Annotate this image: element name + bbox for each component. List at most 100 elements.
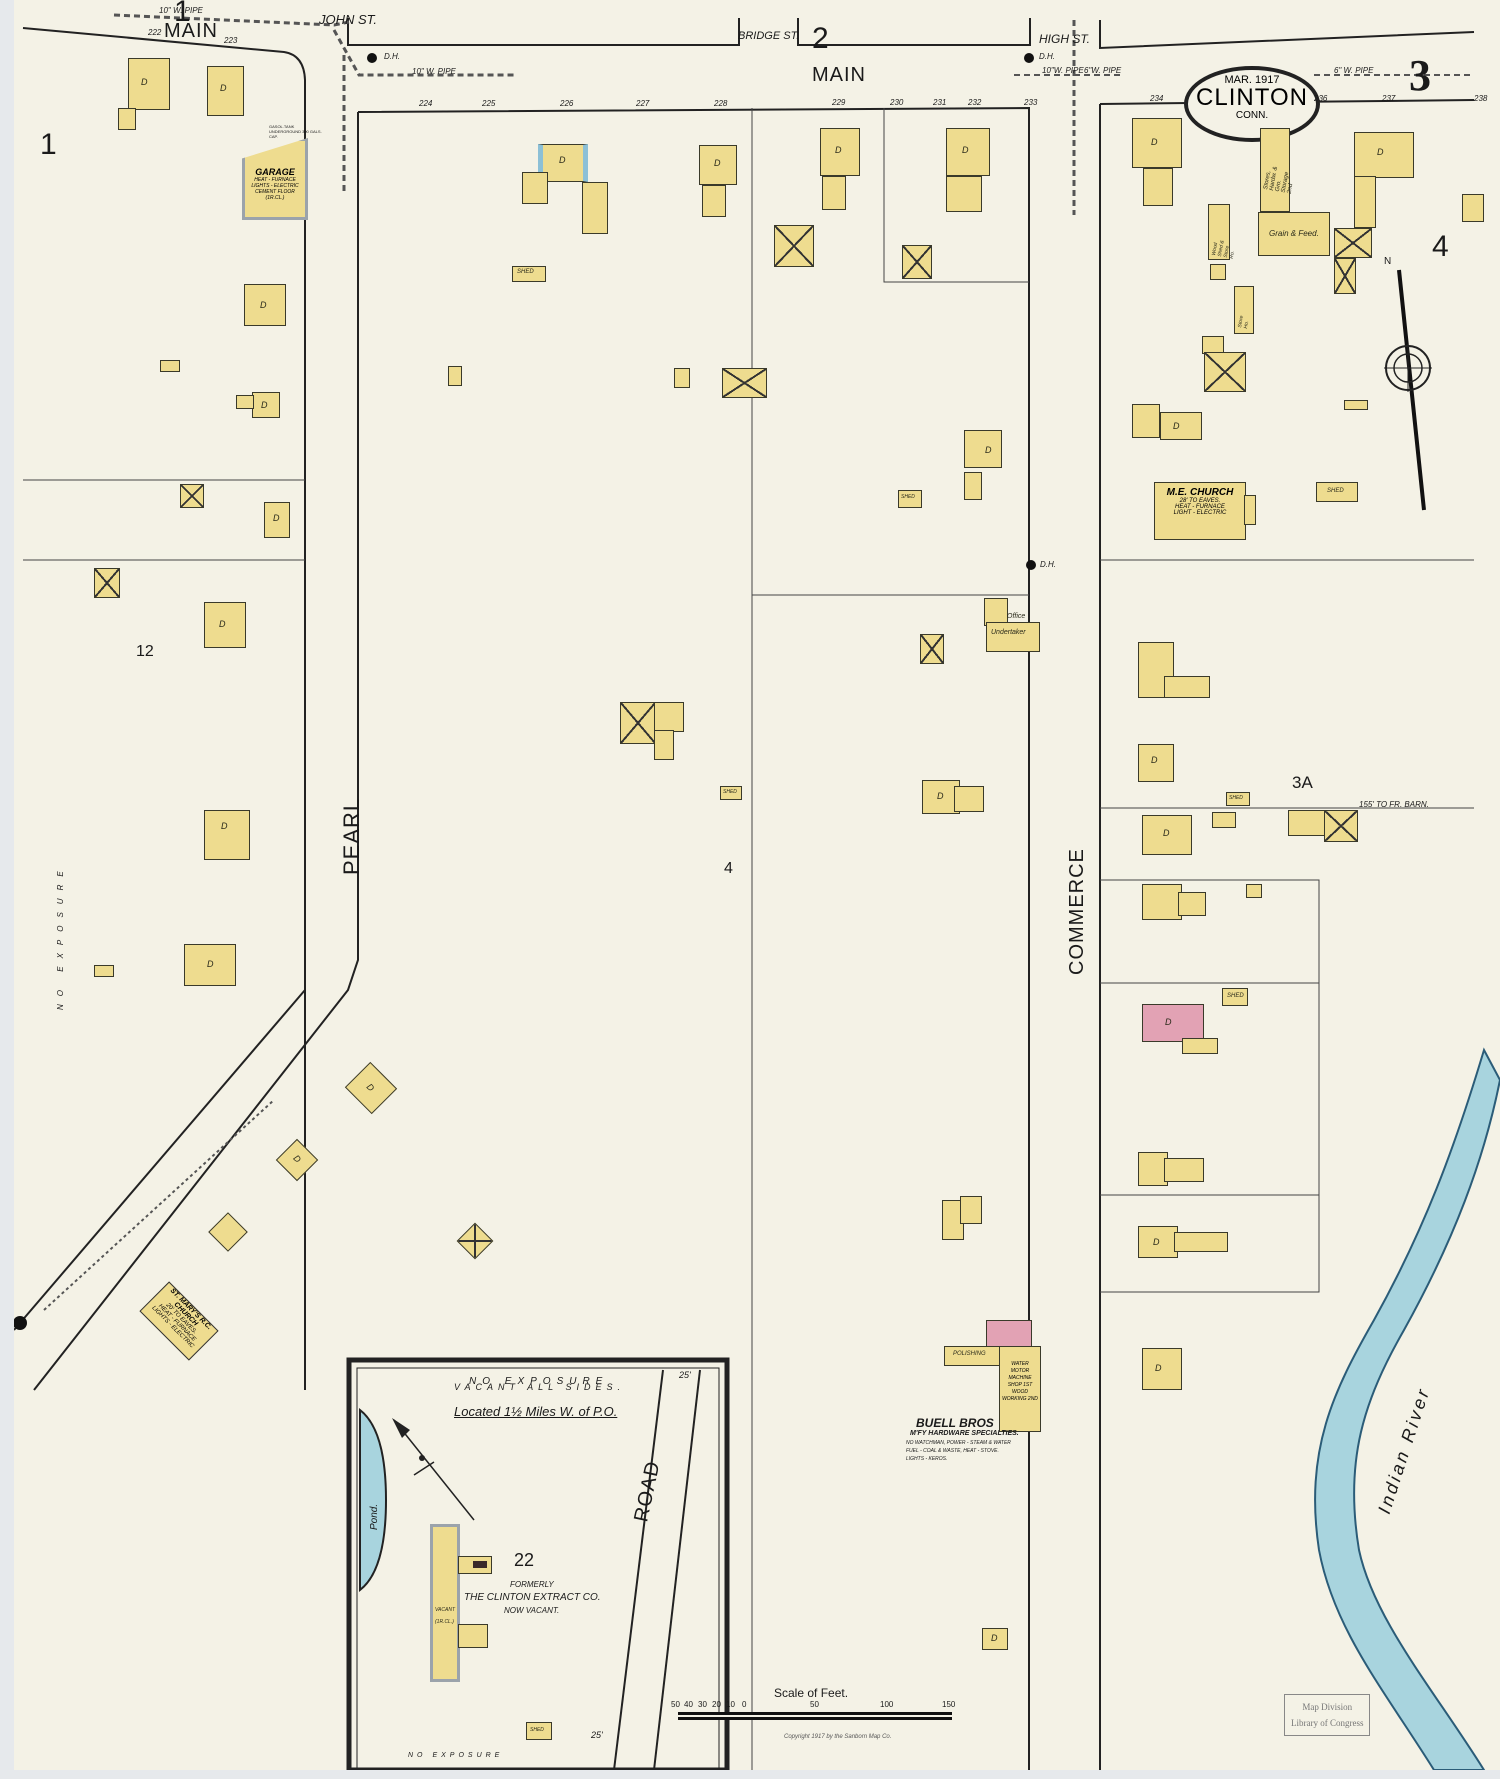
outbuilding xyxy=(522,172,548,204)
dwelling: D xyxy=(244,284,286,326)
auto-shed xyxy=(674,368,690,388)
brick-dwelling-porch xyxy=(1182,1038,1218,1054)
auto-shed xyxy=(160,360,180,372)
outbuilding xyxy=(954,786,984,812)
stable xyxy=(94,568,120,598)
me-church: M.E. CHURCH 28' TO EAVES. HEAT - FURNACE… xyxy=(1154,482,1246,540)
hydrant-label: D.H. xyxy=(384,52,400,61)
stable xyxy=(902,245,932,279)
shed: SHED xyxy=(1316,482,1358,502)
pond-label: Pond. xyxy=(369,1503,380,1530)
block-number-3a: 3A xyxy=(1292,773,1313,792)
extract-co-name: THE CLINTON EXTRACT CO. xyxy=(464,1592,601,1603)
extract-co-wing xyxy=(458,1624,488,1648)
inset-location: Located 1½ Miles W. of P.O. xyxy=(454,1404,618,1419)
shed: SHED xyxy=(898,490,922,508)
dwelling xyxy=(1142,884,1182,920)
me-church-annex xyxy=(1244,495,1256,525)
outbuilding xyxy=(654,730,674,760)
dwelling: D xyxy=(204,810,250,860)
stable xyxy=(1334,258,1356,294)
street-label-main-left: MAIN xyxy=(164,20,218,42)
street-label-bridge: BRIDGE ST. xyxy=(738,30,800,42)
street-lines xyxy=(14,13,1500,1770)
no-exposure-left: NO EXPOSURE xyxy=(56,863,65,1010)
shed: SHED xyxy=(512,266,546,282)
dwelling: D xyxy=(184,944,236,986)
gasoline-tank-note: GASOL.TANK UNDERGROUND 300 GALS. CAP. xyxy=(269,124,322,139)
outbuilding xyxy=(1164,1158,1204,1182)
extract-co-vacant-building: VACANT (1R.CL.) xyxy=(430,1524,460,1682)
block-number-12: 12 xyxy=(136,643,154,660)
adjacent-sheet-top-left: 1 xyxy=(174,0,191,28)
grain-store-wing: Stores, Hardw. & Gro. Storage 2nd xyxy=(1260,128,1294,212)
buell-subtitle: M'FY HARDWARE SPECIALTIES. xyxy=(910,1430,1019,1437)
dwelling: D xyxy=(264,502,290,538)
outbuilding xyxy=(1344,400,1368,410)
stable xyxy=(1204,352,1246,392)
shed: SHED xyxy=(526,1722,552,1740)
road-width: 25' xyxy=(679,1370,691,1380)
dwelling: D xyxy=(946,128,990,176)
outbuilding xyxy=(118,108,136,130)
outbuilding xyxy=(1288,810,1326,836)
outbuilding xyxy=(654,702,684,732)
street-label-high: HIGH ST. xyxy=(1039,32,1090,46)
outbuilding xyxy=(984,598,1008,626)
stable xyxy=(620,702,656,744)
buell-machine-shop: WATER MOTOR MACHINE SHOP 1ST WOOD WORKIN… xyxy=(999,1346,1041,1432)
map-date: MAR. 1917 xyxy=(1224,74,1280,86)
dwelling: D xyxy=(1138,744,1174,782)
extract-formerly: FORMERLY xyxy=(510,1580,554,1589)
hydrant-label: D.H. xyxy=(1039,52,1055,61)
scale-title: Scale of Feet. xyxy=(774,1686,849,1700)
sheet-number: 3 xyxy=(1409,51,1431,100)
vacant-all-sides: VACANT ALL SIDES. xyxy=(454,1382,626,1392)
street-label-main-center: MAIN xyxy=(812,64,866,86)
stable xyxy=(920,634,944,664)
dwelling: D xyxy=(128,58,170,110)
dwelling: D xyxy=(1160,412,1202,440)
dwelling: D xyxy=(1142,1348,1182,1390)
map-sheet: MAIN JOHN ST. BRIDGE ST. HIGH ST. MAIN P… xyxy=(14,0,1500,1770)
barn-distance-note: 155' TO FR. BARN. xyxy=(1359,800,1429,809)
outbuilding xyxy=(1164,676,1210,698)
shed: SHED xyxy=(720,786,742,800)
road-width-bottom: 25' xyxy=(591,1730,603,1740)
pipe-label: 6"W. PIPE xyxy=(1084,66,1122,75)
hydrant-label: D.H. xyxy=(1040,560,1056,569)
buell-polishing: POLISHING xyxy=(944,1346,1004,1366)
buell-title: BUELL BROS xyxy=(916,1416,994,1430)
outbuilding xyxy=(1178,892,1206,916)
undertaker-building: Office Undertaker xyxy=(986,613,1040,652)
outbuilding xyxy=(1210,264,1226,280)
outbuilding xyxy=(1246,884,1262,898)
buell-note: NO WATCHMAN, POWER - STEAM & WATER xyxy=(906,1440,1011,1446)
pipe-label: 10"W. PIPE xyxy=(1042,66,1084,75)
no-exposure-top: NO EXPOSURE xyxy=(469,1376,609,1387)
dwelling: D xyxy=(964,430,1002,468)
block-number-4: 4 xyxy=(724,860,733,877)
stable xyxy=(180,484,204,508)
outbuilding xyxy=(1143,168,1173,206)
no-exposure-bottom: NO EXPOSURE xyxy=(408,1752,504,1759)
outbuilding xyxy=(1212,812,1236,828)
shed: SHED xyxy=(1226,792,1250,806)
stable xyxy=(1324,810,1358,842)
grain-feed-building: Grain & Feed. xyxy=(1258,212,1330,256)
dwelling: D xyxy=(922,780,960,814)
wood-shed-store-room: Wood Shed & Store Ro. xyxy=(1208,204,1236,260)
outbuilding xyxy=(702,185,726,217)
dwelling: D xyxy=(820,128,860,176)
copyright: Copyright 1917 by the Sanborn Map Co. xyxy=(784,1734,892,1740)
dwelling: D xyxy=(1132,118,1182,168)
outbuilding xyxy=(448,366,462,386)
stable xyxy=(722,368,767,398)
outbuilding xyxy=(960,1196,982,1224)
shed: SHED xyxy=(1222,988,1248,1006)
outbuilding xyxy=(582,182,608,234)
dwelling: D xyxy=(1142,815,1192,855)
shed xyxy=(94,965,114,977)
pipe-label: 6" W. PIPE xyxy=(1334,66,1374,75)
adjacent-sheet-right: 4 xyxy=(1432,230,1449,263)
